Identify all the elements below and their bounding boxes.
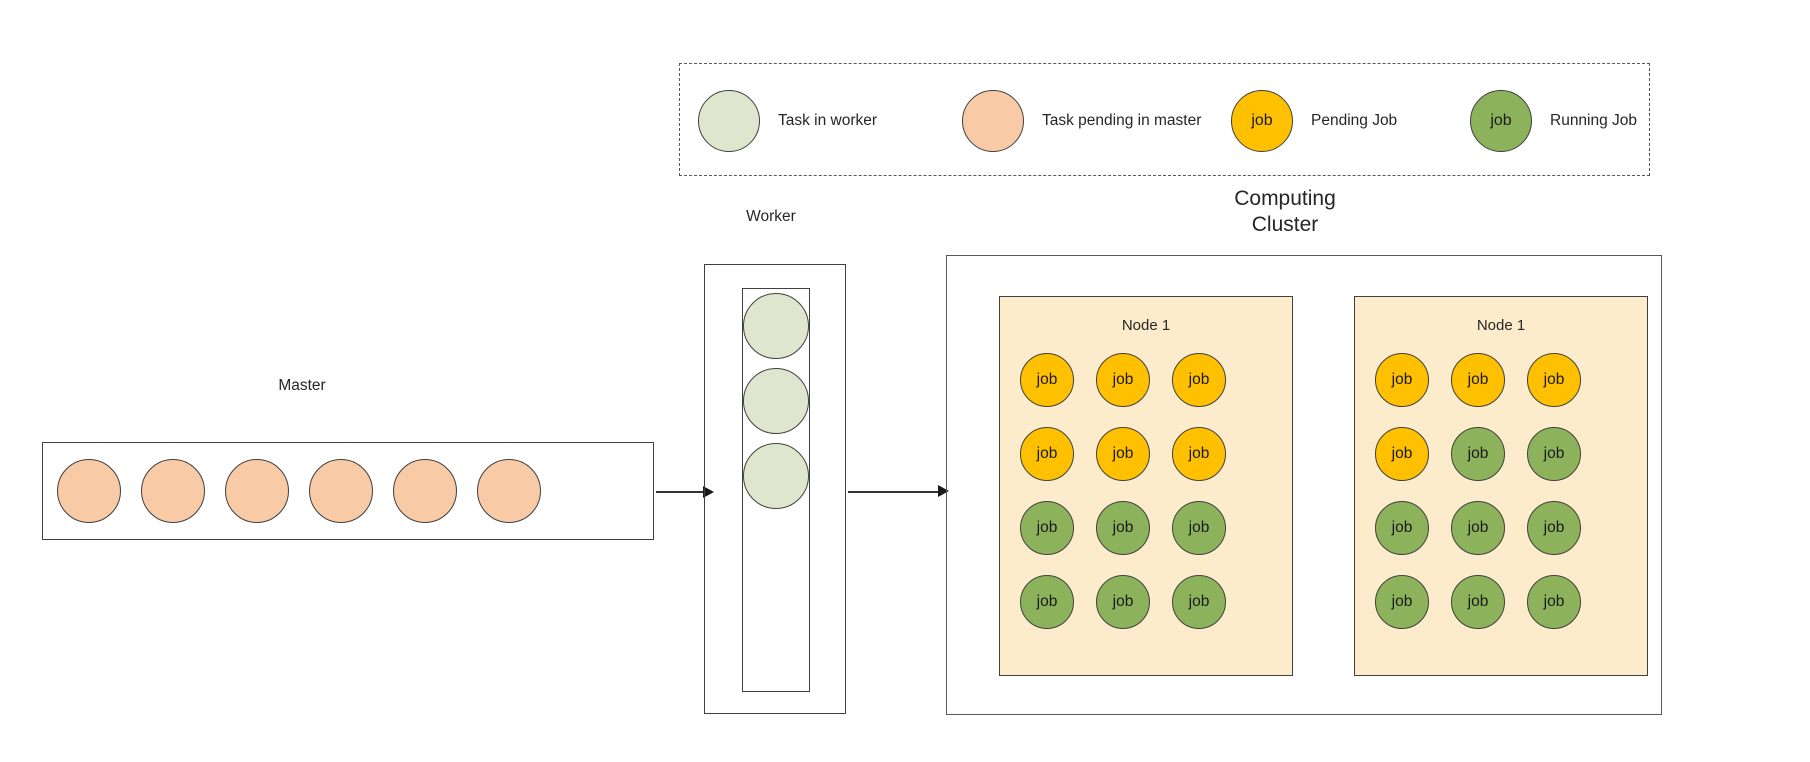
running-job-circle: job <box>1451 575 1505 629</box>
pending-job-circle: job <box>1096 427 1150 481</box>
computing-cluster-title: Computing Cluster <box>1175 186 1395 237</box>
running-job-circle-icon: job <box>1470 89 1532 152</box>
pending-job-circle: job <box>1020 427 1074 481</box>
master-pending-task-circle <box>309 459 373 523</box>
legend-label: Task in worker <box>778 111 878 129</box>
worker-task-circle <box>743 293 809 359</box>
running-job-circle: job <box>1096 501 1150 555</box>
master-pending-task-circle <box>477 459 541 523</box>
worker-box <box>704 264 846 714</box>
pending-job-circle: job <box>1527 353 1581 407</box>
node-label: Node 1 <box>1121 317 1171 334</box>
running-job-circle: job <box>1020 575 1074 629</box>
running-job-circle: job <box>1527 427 1581 481</box>
pending-job-circle: job <box>1172 427 1226 481</box>
pending-job-circle: job <box>1096 353 1150 407</box>
running-job-circle: job <box>1527 575 1581 629</box>
running-job-circle: job <box>1172 501 1226 555</box>
cluster-title-line-1: Computing <box>1234 187 1336 210</box>
worker-task-queue <box>742 288 810 692</box>
master-label: Master <box>278 377 326 394</box>
master-queue-box <box>42 442 654 540</box>
pending-job-circle: job <box>1020 353 1074 407</box>
running-job-circle: job <box>1096 575 1150 629</box>
legend-item-pending-job: job Pending Job <box>1231 64 1397 177</box>
worker-label: Worker <box>746 208 796 225</box>
pending-job-circle: job <box>1172 353 1226 407</box>
running-job-circle: job <box>1527 501 1581 555</box>
cluster-title-line-2: Cluster <box>1251 212 1319 236</box>
running-job-circle: job <box>1451 501 1505 555</box>
master-pending-task-circle <box>393 459 457 523</box>
worker-to-cluster-arrow-line <box>848 491 944 493</box>
legend-label: Task pending in master <box>1042 111 1202 129</box>
master-pending-task-circle <box>57 459 121 523</box>
worker-task-circle <box>743 368 809 434</box>
worker-task-circle <box>743 443 809 509</box>
master-pending-task-circle <box>141 459 205 523</box>
legend-item-task-in-worker: Task in worker <box>698 64 877 177</box>
running-job-circle: job <box>1375 575 1429 629</box>
master-to-worker-arrow-head-icon <box>703 486 714 498</box>
node-label: Node 1 <box>1476 317 1526 334</box>
running-job-circle: job <box>1172 575 1226 629</box>
legend-item-task-pending-in-master: Task pending in master <box>962 64 1201 177</box>
legend-panel: Task in worker Task pending in master jo… <box>679 63 1650 176</box>
pending-job-circle-icon: job <box>1231 89 1293 152</box>
worker-to-cluster-arrow-head-icon <box>938 485 949 497</box>
legend-label: Pending Job <box>1311 111 1398 129</box>
pending-job-circle: job <box>1375 427 1429 481</box>
running-job-circle: job <box>1451 427 1505 481</box>
task-in-worker-circle-icon <box>698 89 760 152</box>
running-job-circle: job <box>1375 501 1429 555</box>
pending-job-circle: job <box>1451 353 1505 407</box>
task-pending-in-master-circle-icon <box>962 89 1024 152</box>
legend-item-running-job: job Running Job <box>1470 64 1637 177</box>
pending-job-circle: job <box>1375 353 1429 407</box>
master-to-worker-arrow-line <box>656 491 706 493</box>
running-job-circle: job <box>1020 501 1074 555</box>
master-pending-task-circle <box>225 459 289 523</box>
legend-label: Running Job <box>1550 111 1638 129</box>
